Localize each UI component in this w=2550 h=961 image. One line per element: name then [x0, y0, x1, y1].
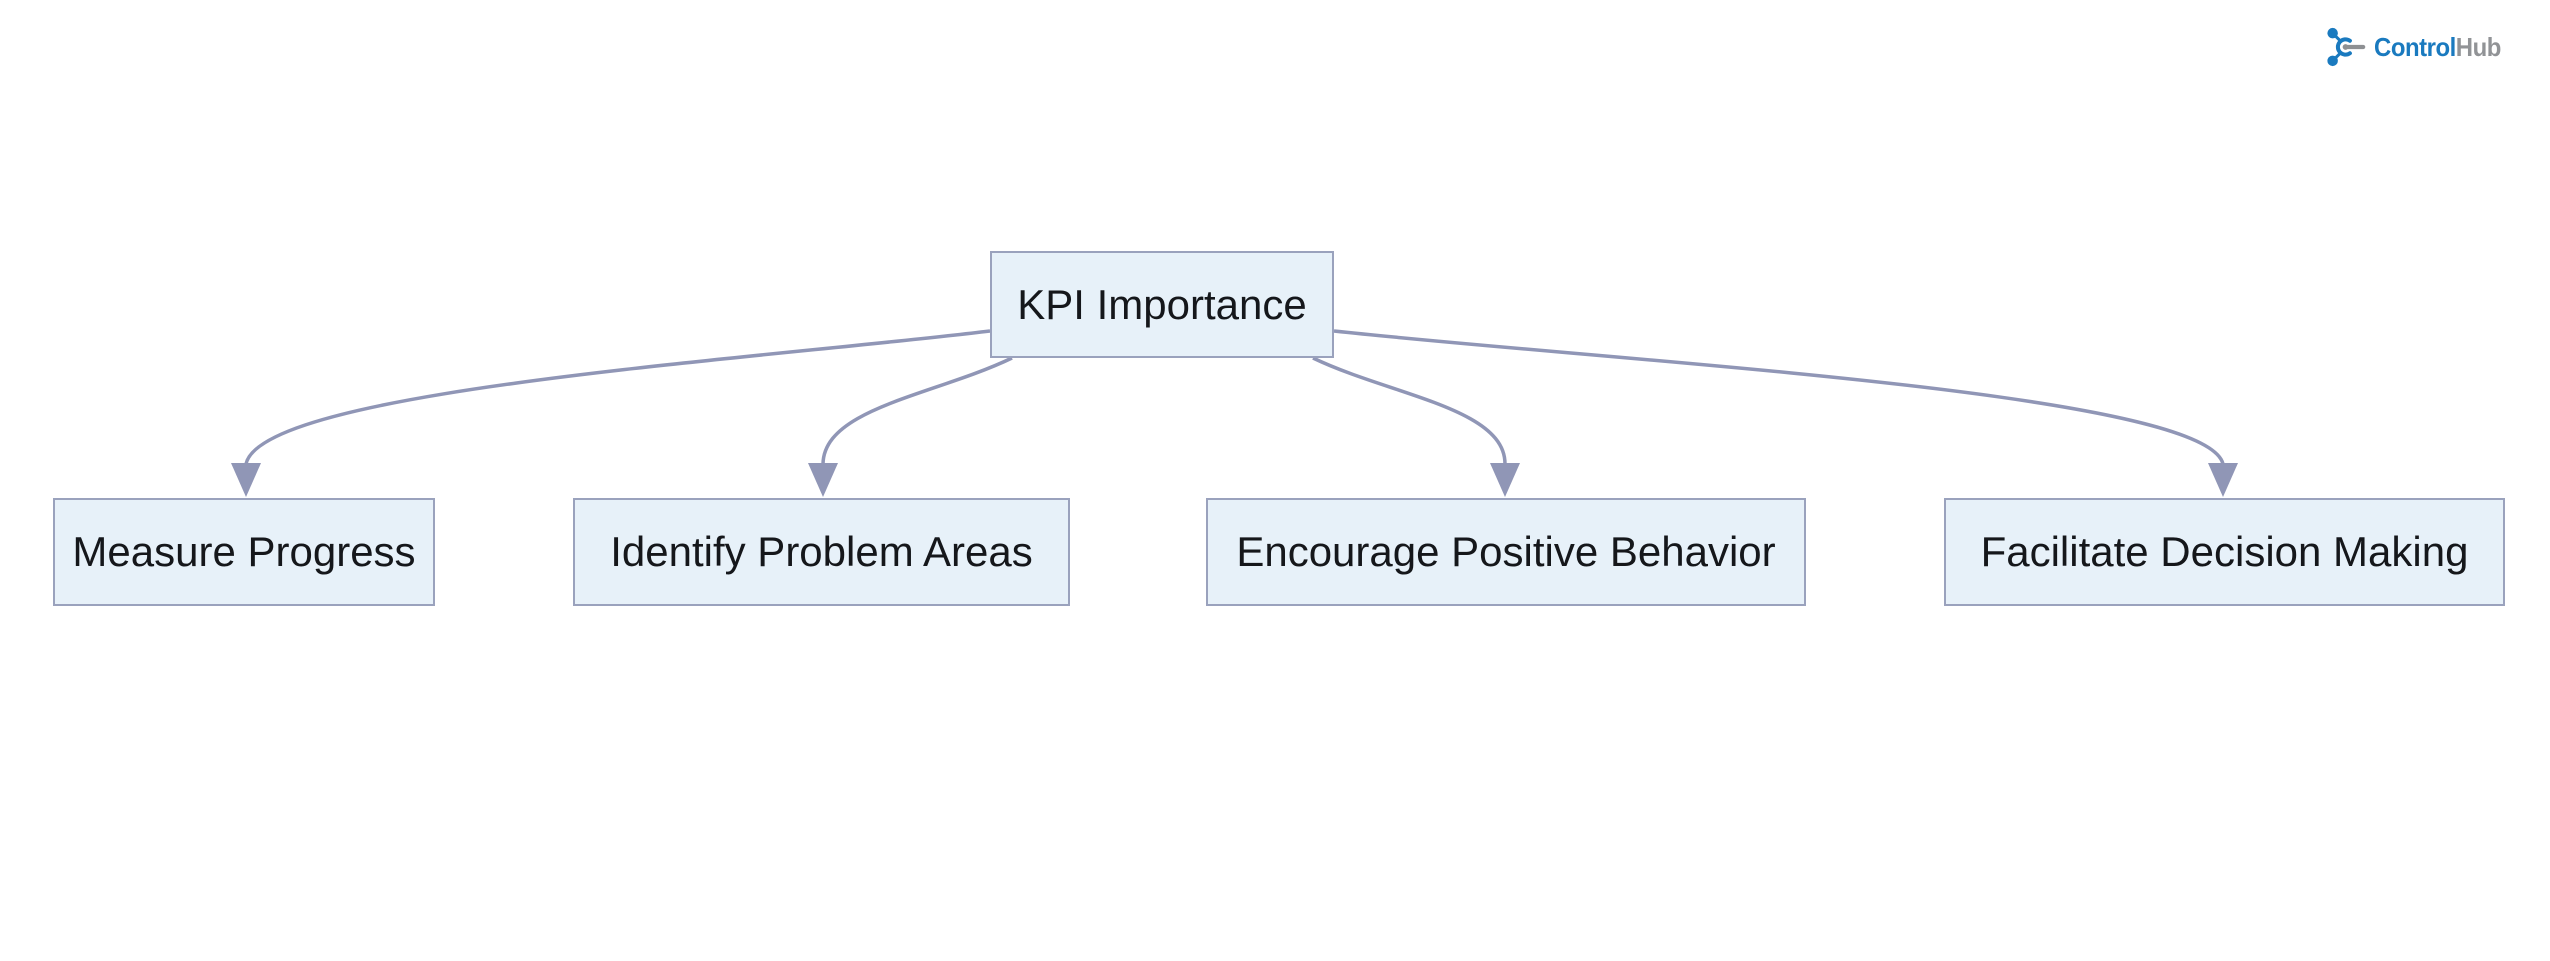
edge-kpi-to-identify-problem-areas: [821, 356, 1013, 465]
node-encourage-positive-behavior: Encourage Positive Behavior: [1206, 498, 1806, 606]
molecule-hub-icon: [2327, 27, 2366, 67]
node-label: Identify Problem Areas: [610, 528, 1033, 575]
node-kpi-importance: KPI Importance: [990, 251, 1334, 358]
node-label: Measure Progress: [72, 528, 416, 575]
logo-wordmark: ControlHub: [2374, 32, 2501, 63]
node-measure-progress: Measure Progress: [53, 498, 435, 606]
arrowhead-encourage-positive-behavior: [1490, 463, 1520, 497]
edge-kpi-to-facilitate-decision-making: [1333, 329, 2225, 465]
node-identify-problem-areas: Identify Problem Areas: [573, 498, 1070, 606]
arrowhead-facilitate-decision-making: [2208, 463, 2238, 497]
controlhub-logo: ControlHub: [2325, 26, 2512, 68]
logo-text-hub: Hub: [2455, 31, 2502, 62]
arrowhead-identify-problem-areas: [808, 463, 838, 497]
logo-text-control: Control: [2374, 31, 2456, 62]
node-label: Encourage Positive Behavior: [1236, 528, 1776, 575]
node-label: Facilitate Decision Making: [1980, 528, 2469, 575]
edge-kpi-to-encourage-positive-behavior: [1312, 356, 1507, 465]
arrowhead-measure-progress: [231, 463, 261, 497]
node-facilitate-decision-making: Facilitate Decision Making: [1944, 498, 2505, 606]
edge-kpi-to-measure-progress: [244, 329, 991, 465]
node-label: KPI Importance: [1017, 280, 1307, 328]
